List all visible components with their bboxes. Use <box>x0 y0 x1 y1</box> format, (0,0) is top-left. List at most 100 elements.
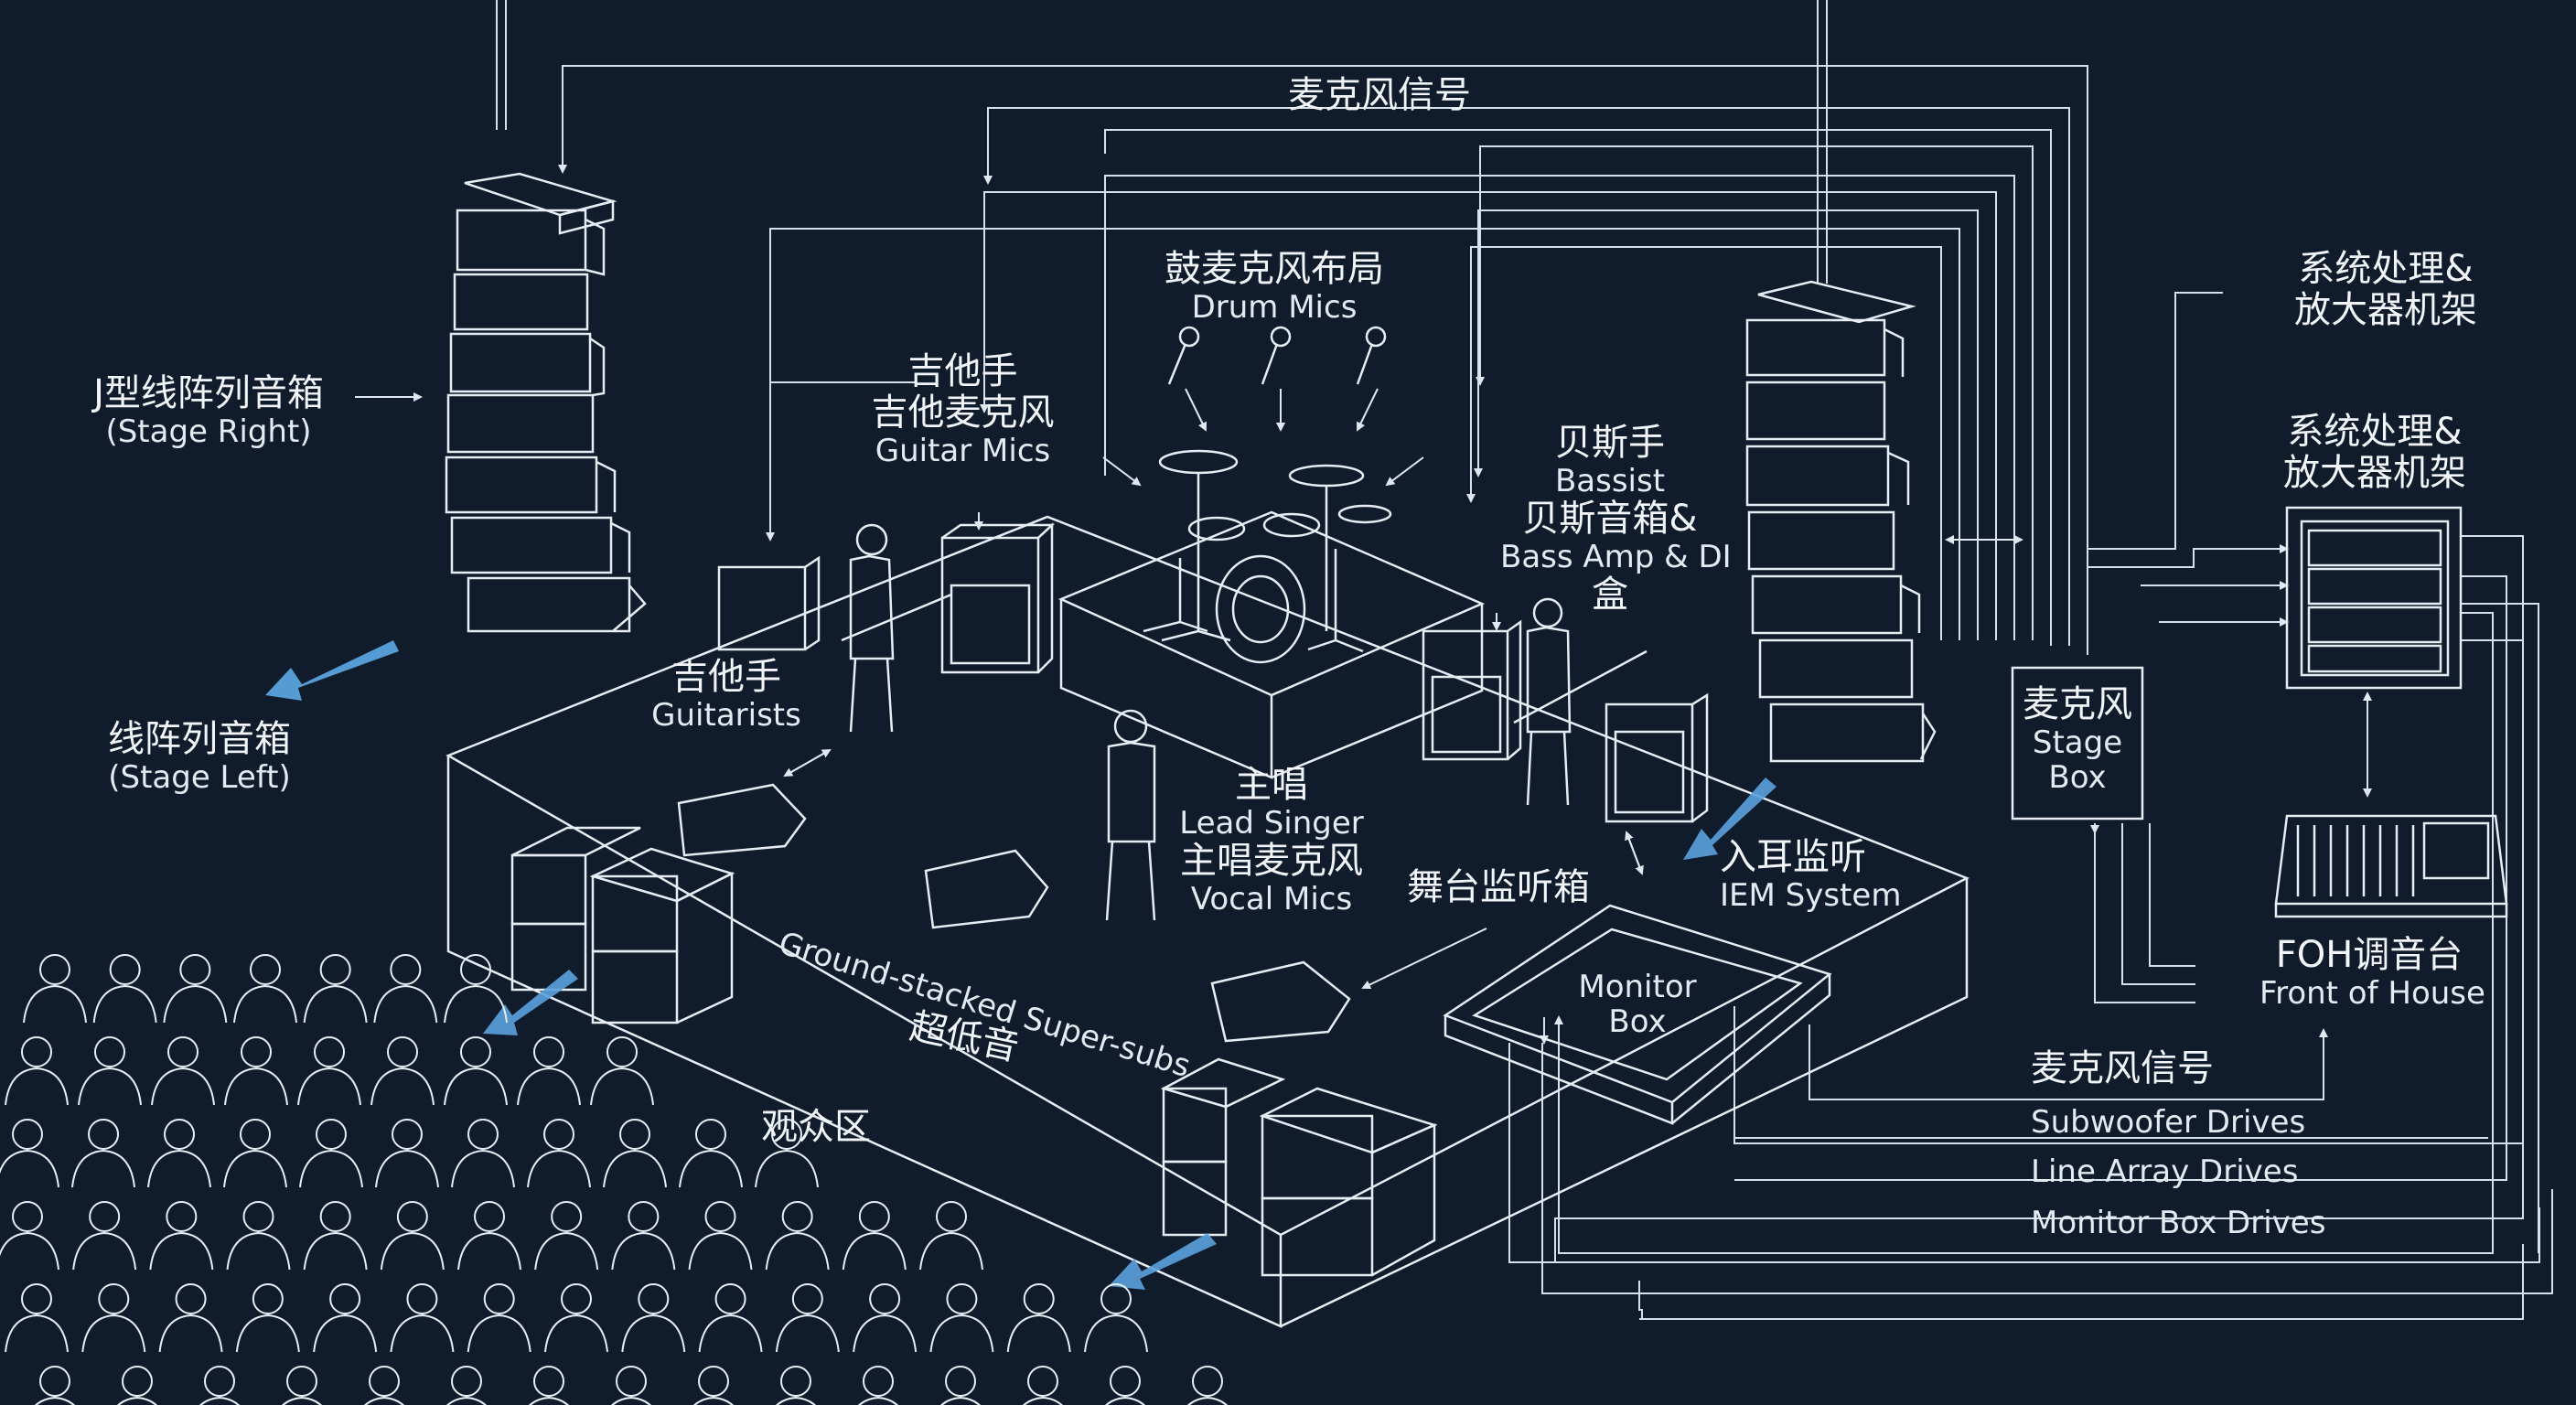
audience-shoulders <box>5 1314 69 1353</box>
audience-head <box>94 1036 125 1067</box>
audience-head <box>1192 1366 1223 1397</box>
audience-shoulders <box>603 1149 667 1188</box>
stage-monitor-label: 舞台监听箱 <box>1407 866 1590 908</box>
audience-head <box>316 1119 347 1150</box>
audience-shoulders <box>919 1231 983 1271</box>
drum-mics-label: 鼓麦克风布局 Drum Mics <box>1157 249 1391 325</box>
audience-shoulders <box>71 1149 135 1188</box>
audience-head <box>781 1201 813 1232</box>
audience-shoulders <box>5 1067 69 1106</box>
audience-shoulders <box>149 1231 214 1271</box>
audience-head <box>451 1366 482 1397</box>
bass-amp-zh2: 盒 <box>1592 573 1628 616</box>
foh-en: Front of House <box>2259 974 2485 1012</box>
audience-shoulders <box>451 1149 515 1188</box>
audience-head <box>252 1283 284 1314</box>
audience-head <box>396 1201 428 1232</box>
audience-shoulders <box>765 1231 830 1271</box>
audience-shoulders <box>621 1314 686 1353</box>
audience-head <box>946 1283 978 1314</box>
audience-shoulders <box>117 1396 157 1405</box>
drum-kit <box>1143 449 1392 664</box>
audience-shoulders <box>1105 1396 1145 1405</box>
audience-head <box>204 1366 235 1397</box>
audience-shoulders <box>235 1314 300 1353</box>
audience-label: 观众区 <box>761 1106 871 1148</box>
audience-head <box>533 1366 564 1397</box>
sys-rack-label: 系统处理& 放大器机架 <box>2265 412 2485 494</box>
sys-top-zh1: 系统处理& <box>2298 248 2474 290</box>
audience-shoulders <box>688 1231 753 1271</box>
monitor-box-en2: Box <box>1608 1003 1667 1041</box>
audience-head <box>543 1119 574 1150</box>
audience-head <box>122 1366 153 1397</box>
audience-shoulders <box>755 1149 819 1188</box>
audience-head <box>1027 1366 1058 1397</box>
audience-head <box>98 1283 130 1314</box>
audience-head <box>179 954 211 985</box>
audience-shoulders <box>158 1314 223 1353</box>
sys-rack-zh1: 系统处理& <box>2287 411 2463 453</box>
audience-head <box>39 1366 70 1397</box>
audience-shoulders <box>226 1231 291 1271</box>
audience-head <box>329 1283 361 1314</box>
audience-head <box>714 1283 746 1314</box>
audience-head <box>21 1036 52 1067</box>
audience-head <box>483 1283 515 1314</box>
audience-head <box>250 954 281 985</box>
audience-head <box>88 1119 119 1150</box>
audience-shoulders <box>299 1149 363 1188</box>
audience-shoulders <box>364 1396 404 1405</box>
audience-shoulders <box>373 984 438 1024</box>
line-array-drives-label: Line Array Drives <box>2031 1153 2299 1190</box>
audience-head <box>561 1283 592 1314</box>
audience-head <box>858 1201 890 1232</box>
audience-shoulders <box>78 1067 142 1106</box>
audience-head <box>460 954 491 985</box>
audience-head <box>166 1201 198 1232</box>
audience-shoulders <box>611 1396 651 1405</box>
audience-shoulders <box>282 1396 322 1405</box>
sound-direction-arrows <box>265 640 1776 1290</box>
audience-shoulders <box>776 1396 816 1405</box>
super-subs <box>510 826 1438 1277</box>
bassist-zh: 贝斯手 <box>1555 422 1665 464</box>
audience-head <box>369 1366 400 1397</box>
audience-shoulders <box>775 1314 840 1353</box>
audience-shoulders <box>467 1314 531 1353</box>
audience-shoulders <box>390 1314 455 1353</box>
vocal-en: Vocal Mics <box>1190 880 1353 917</box>
iem-en: IEM System <box>1720 876 1902 914</box>
audience-shoulders <box>223 1149 287 1188</box>
audience-head <box>390 954 422 985</box>
audience-shoulders <box>444 1067 508 1106</box>
audience-head <box>467 1119 499 1150</box>
audience-head <box>175 1283 207 1314</box>
audience-shoulders <box>23 984 87 1024</box>
stage-gear <box>677 506 2508 1125</box>
monitor-box-label: Monitor Box <box>1555 970 1720 1039</box>
audience-shoulders <box>370 1067 435 1106</box>
audience-shoulders <box>303 984 368 1024</box>
audience-shoulders <box>940 1396 981 1405</box>
audience-head <box>319 954 351 985</box>
audience-head <box>791 1283 823 1314</box>
audience-shoulders <box>35 1396 75 1405</box>
audience-head <box>551 1201 583 1232</box>
audience-head <box>533 1036 564 1067</box>
audience-head <box>704 1201 736 1232</box>
audience-shoulders <box>1023 1396 1063 1405</box>
audience-shoulders <box>590 1067 654 1106</box>
audience-head <box>21 1283 52 1314</box>
audience-head <box>474 1201 505 1232</box>
audience-head <box>1100 1283 1132 1314</box>
audience-head <box>936 1201 967 1232</box>
foh-label: FOH调音台 Front of House <box>2259 935 2485 1012</box>
audience-head <box>314 1036 345 1067</box>
audience-head <box>863 1366 894 1397</box>
line-array-en: (Stage Left) <box>108 758 291 796</box>
audience-shoulders <box>517 1067 581 1106</box>
audience-shoulders <box>679 1149 743 1188</box>
